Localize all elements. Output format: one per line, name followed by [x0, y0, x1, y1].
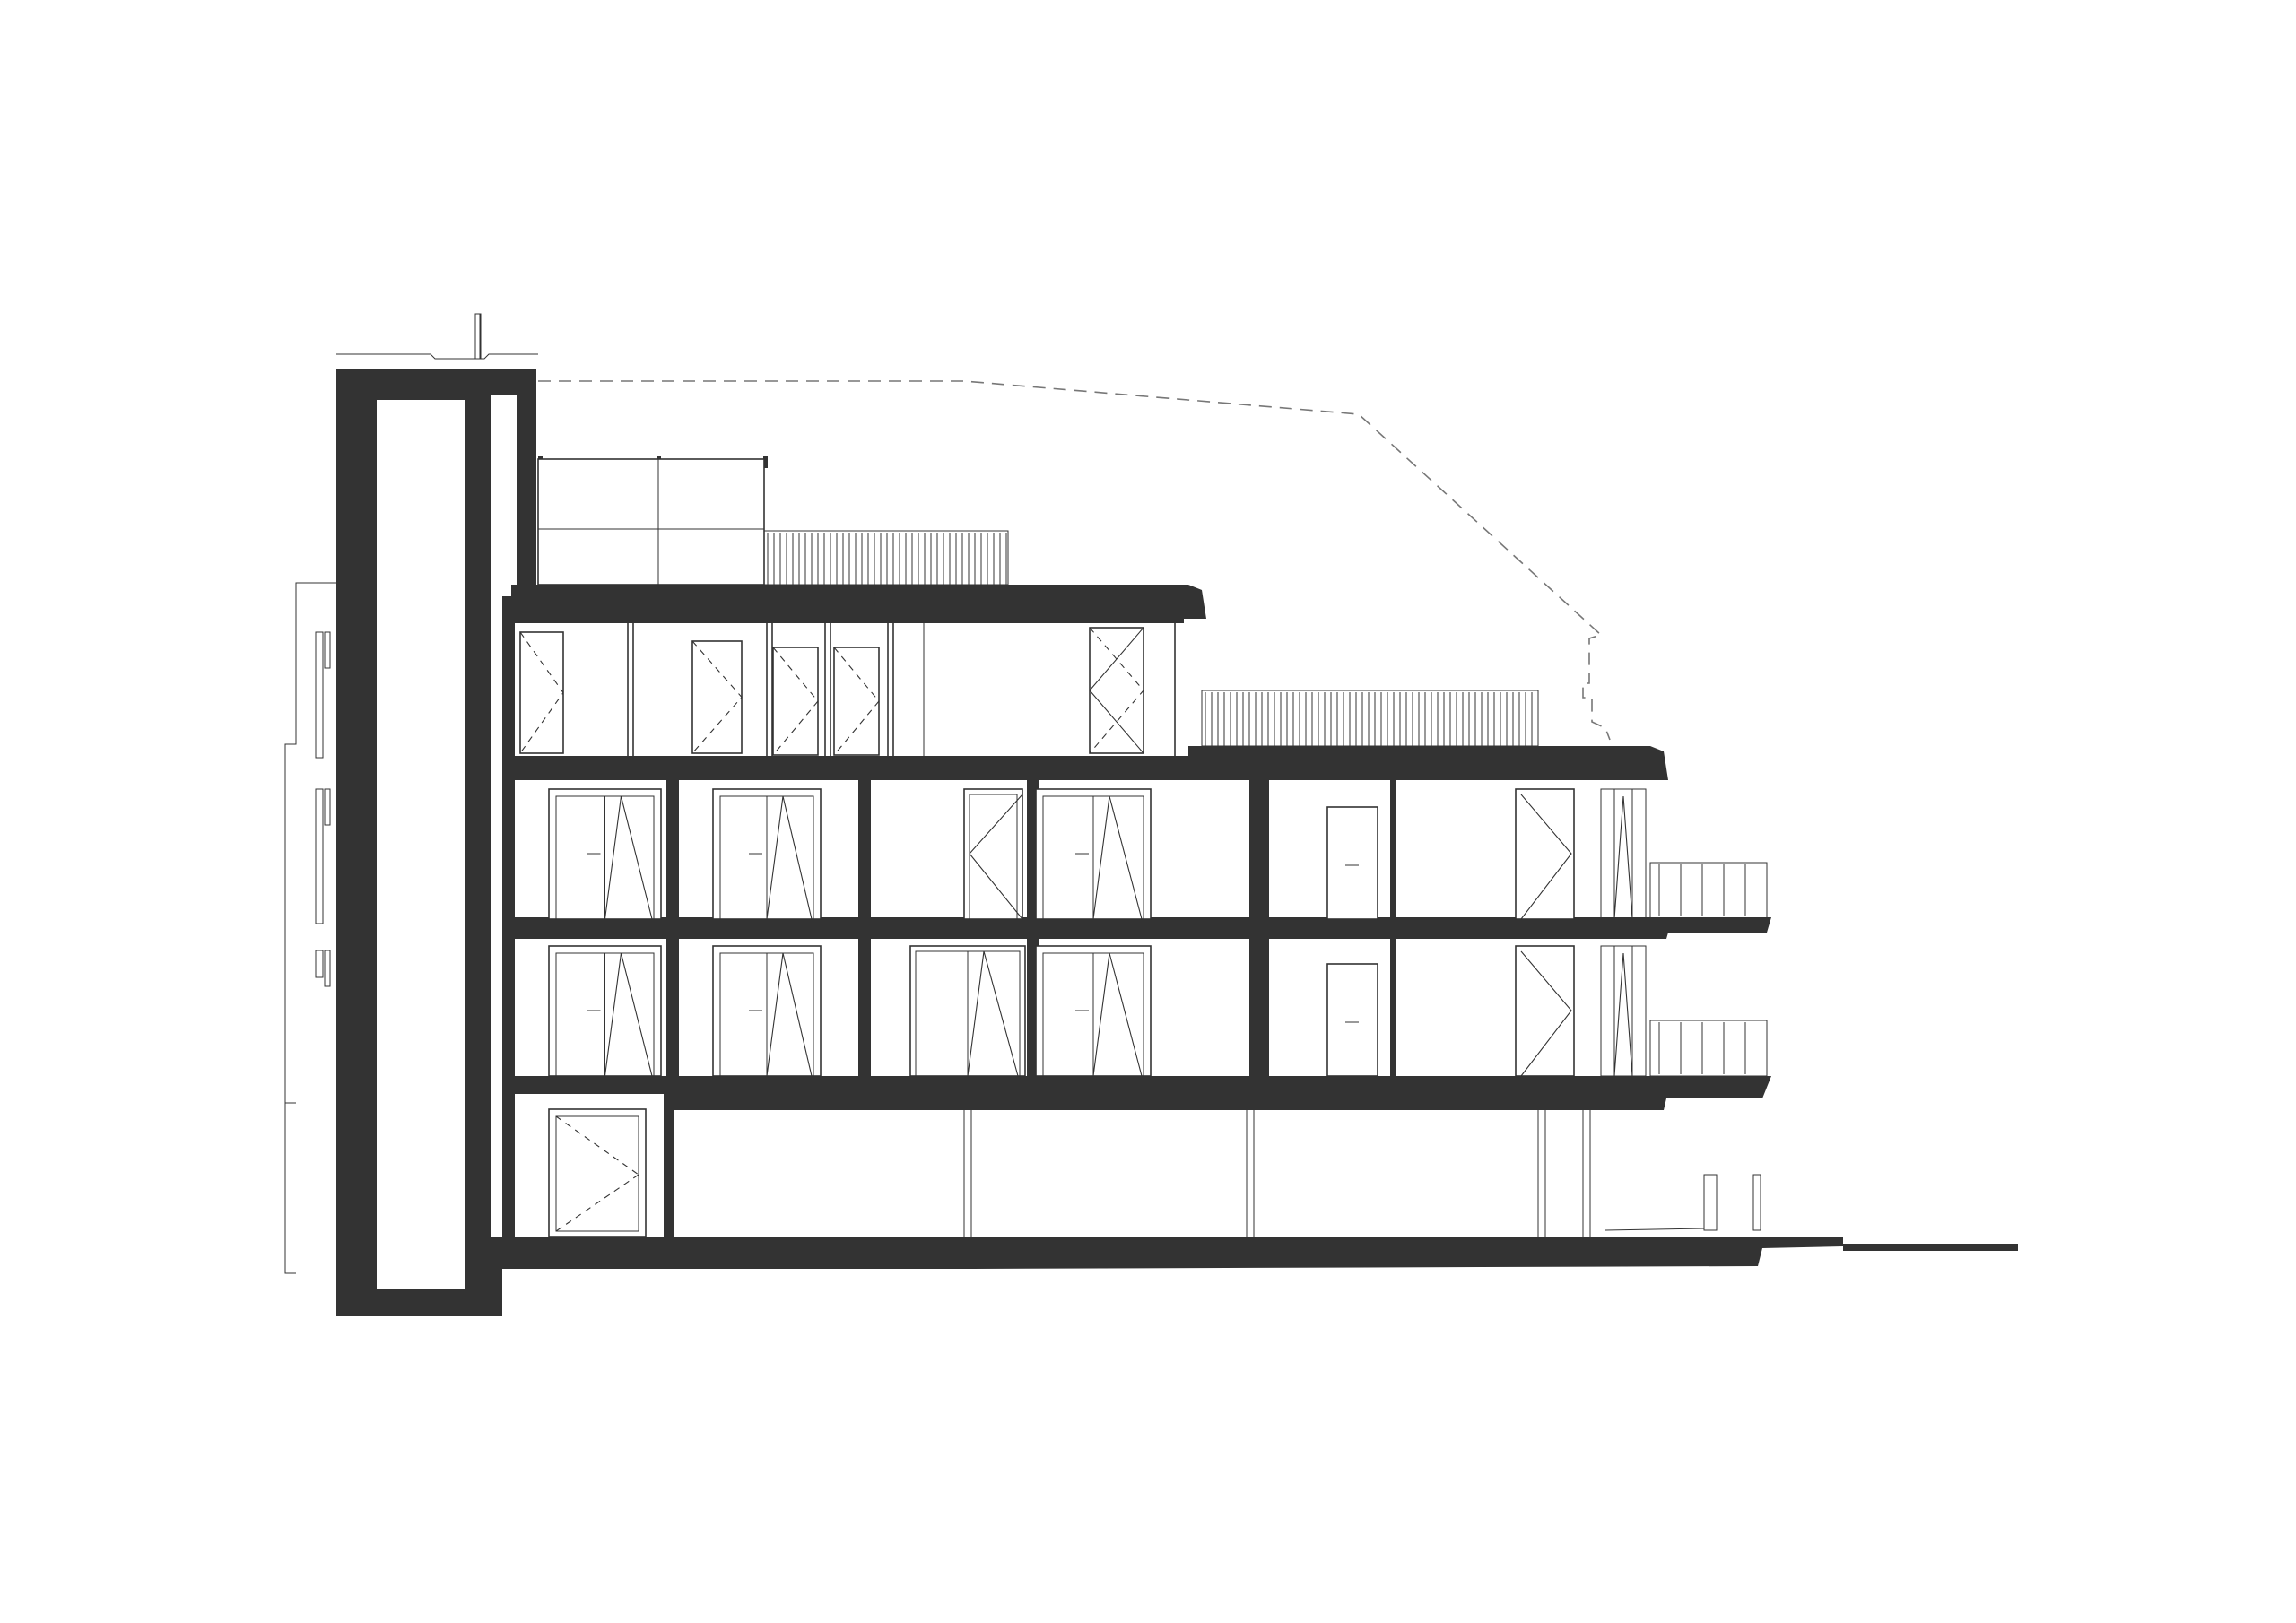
neighbour-building-outline — [284, 313, 538, 1274]
core-shaft — [336, 369, 536, 1316]
interior-door-1 — [1326, 963, 1378, 1077]
wall-d — [1249, 776, 1269, 1085]
rooftop-railing — [763, 530, 1009, 586]
wall-ground — [664, 1098, 674, 1237]
roof-slab — [511, 585, 1206, 623]
slab-level-2 — [511, 917, 1771, 939]
window-r0-b — [963, 788, 1023, 920]
slab-level-3 — [511, 746, 1668, 780]
window-top-0 — [519, 631, 564, 754]
window-top-4 — [1089, 627, 1144, 754]
balcony-railing-upper — [1649, 862, 1768, 919]
elevation-lines — [537, 458, 1768, 1237]
window-openings — [519, 533, 1746, 1077]
ground-door — [548, 1108, 647, 1237]
wall-b — [858, 776, 871, 1085]
rooftop-pavilion — [537, 458, 765, 586]
window-top-1 — [691, 640, 743, 754]
window-top-3 — [833, 647, 880, 756]
wall-left — [502, 596, 515, 1242]
ground-slab — [491, 1230, 1843, 1269]
wall-a — [666, 776, 679, 1085]
roof-envelope-dashed-line — [538, 380, 1611, 741]
wall-e — [1390, 776, 1396, 1085]
interior-door-0 — [1326, 806, 1378, 920]
balcony-railing-lower — [1649, 1020, 1768, 1077]
window-top-2 — [772, 647, 819, 756]
terrain-line — [1843, 1244, 2018, 1251]
section-cut — [336, 369, 2018, 1316]
terrace-railing — [1201, 690, 1539, 747]
window-r0-right — [1515, 788, 1575, 920]
slab-level-1 — [511, 1076, 1771, 1110]
window-r1-right — [1515, 945, 1575, 1077]
